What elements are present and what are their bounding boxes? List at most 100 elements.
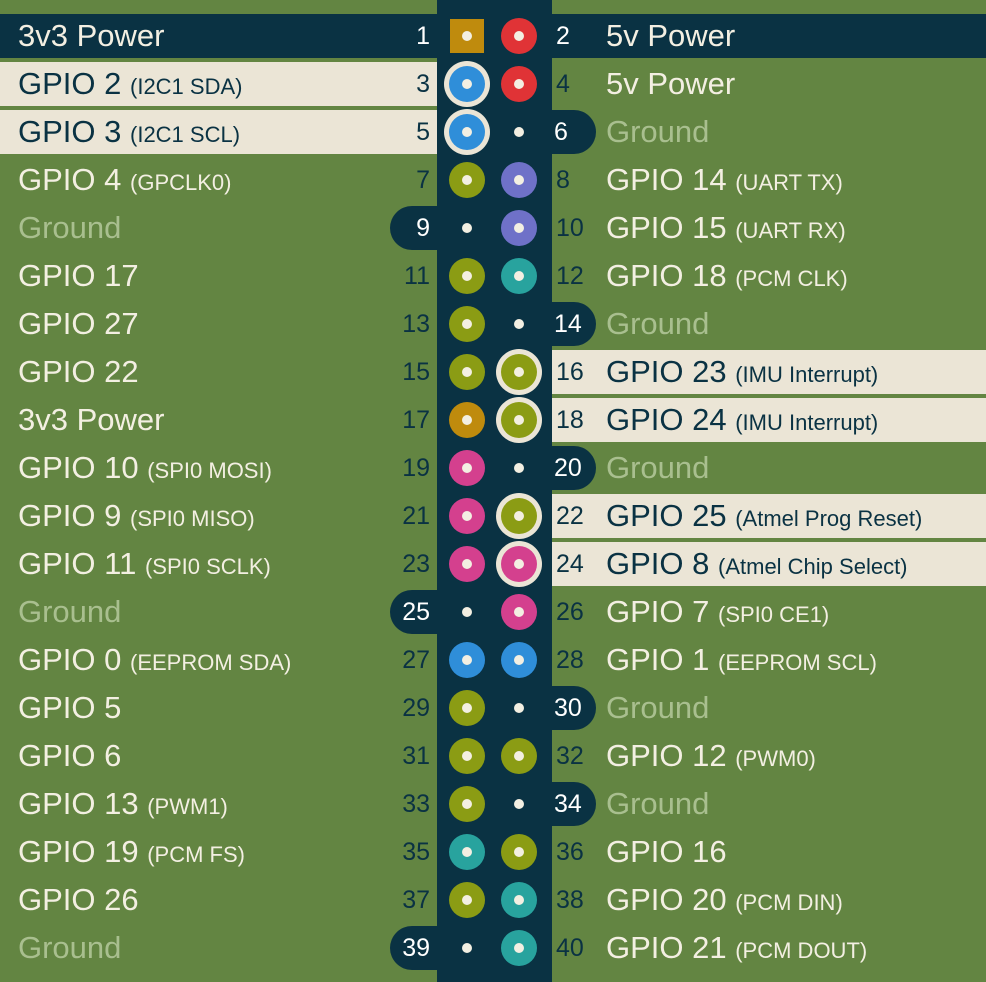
pin-27-label: GPIO 0 (EEPROM SDA): [18, 638, 291, 682]
pin-23-number: 23: [402, 550, 430, 578]
pin-22-number: 22: [556, 502, 584, 530]
pin-1-name: 3v3 Power: [18, 18, 165, 53]
pin-25-name: Ground: [18, 594, 122, 629]
pin-26-hole: [514, 607, 524, 617]
pin-16-pad: [501, 354, 537, 390]
pin-30-name: Ground: [606, 690, 710, 725]
pin-15-pad: [449, 354, 485, 390]
pin-6-ground-tab: [540, 110, 596, 154]
pin-10-label: GPIO 15 (UART RX): [606, 206, 846, 250]
pin-36-pad: [501, 834, 537, 870]
pin-4-number: 4: [556, 70, 570, 98]
pin-36-label: GPIO 16: [606, 830, 727, 874]
pin-16-highlight: [494, 350, 986, 394]
pin-35-pad: [449, 834, 485, 870]
pin-24-pad: [501, 546, 537, 582]
pin-1-label: 3v3 Power: [18, 14, 164, 58]
pin-10-number: 10: [556, 214, 584, 242]
pin-27-name: GPIO 0: [18, 642, 122, 677]
pin-21-label: GPIO 9 (SPI0 MISO): [18, 494, 255, 538]
pin-22-hole: [514, 511, 524, 521]
pin-6-label: Ground: [606, 110, 709, 154]
pin-34-label: Ground: [606, 782, 709, 826]
pin-8-name: GPIO 14: [606, 162, 727, 197]
pin-9-hole: [462, 223, 472, 233]
pin-37-number: 37: [402, 886, 430, 914]
pin-1-number: 1: [416, 22, 430, 50]
pin-28-name: GPIO 1: [606, 642, 710, 677]
pin-19-label: GPIO 10 (SPI0 MOSI): [18, 446, 272, 490]
pin-14-ground-dot: [514, 319, 524, 329]
pin-9-ground-dot: [462, 223, 472, 233]
pin-40-label: GPIO 21 (PCM DOUT): [606, 926, 867, 970]
pin-23-pad: [449, 546, 485, 582]
pin-15-hole: [462, 367, 472, 377]
pin-20-hole: [514, 463, 524, 473]
pin-20-ground-dot: [514, 463, 524, 473]
pin-7-name: GPIO 4: [18, 162, 122, 197]
pin-5-label: GPIO 3 (I2C1 SCL): [18, 110, 240, 154]
pin-9-label: Ground: [18, 206, 121, 250]
pin-29-hole: [462, 703, 472, 713]
header-strip: [437, 0, 552, 982]
pin-24-hole: [514, 559, 524, 569]
pin-29-label: GPIO 5: [18, 686, 121, 730]
pin-5-function: (I2C1 SCL): [130, 122, 241, 147]
pin-7-hole: [462, 175, 472, 185]
pin-22-name: GPIO 25: [606, 498, 727, 533]
pin-26-name: GPIO 7: [606, 594, 710, 629]
pin-25-label: Ground: [18, 590, 121, 634]
pin-35-function: (PCM FS): [147, 842, 245, 867]
pin-20-number: 20: [554, 454, 582, 482]
pin-27-function: (EEPROM SDA): [130, 650, 292, 675]
pin-28-hole: [514, 655, 524, 665]
pin-5-hole: [462, 127, 472, 137]
pin-6-ground-dot: [514, 127, 524, 137]
pin-12-hole: [514, 271, 524, 281]
pin-14-number: 14: [554, 310, 582, 338]
pin-39-ground-dot: [462, 943, 472, 953]
pin-34-number: 34: [554, 790, 582, 818]
pin-24-name: GPIO 8: [606, 546, 710, 581]
pin-6-hole: [514, 127, 524, 137]
pin-32-number: 32: [556, 742, 584, 770]
pin-33-pad: [449, 786, 485, 822]
pin-23-hole: [462, 559, 472, 569]
pin-25-number: 25: [402, 598, 430, 626]
pin-37-name: GPIO 26: [18, 882, 139, 917]
pin-21-number: 21: [402, 502, 430, 530]
pin-11-number: 11: [404, 262, 430, 290]
pin-38-hole: [514, 895, 524, 905]
pin-31-hole: [462, 751, 472, 761]
pin-34-hole: [514, 799, 524, 809]
pin-12-name: GPIO 18: [606, 258, 727, 293]
pin-39-ground-tab: [390, 926, 450, 970]
pin-3-pad: [449, 66, 485, 102]
pin-39-label: Ground: [18, 926, 121, 970]
pin-18-pad: [501, 402, 537, 438]
pin-31-label: GPIO 6: [18, 734, 121, 778]
pin-21-function: (SPI0 MISO): [130, 506, 255, 531]
pin-3-label: GPIO 2 (I2C1 SDA): [18, 62, 242, 106]
pin-7-label: GPIO 4 (GPCLK0): [18, 158, 231, 202]
pin-37-hole: [462, 895, 472, 905]
pin-32-hole: [514, 751, 524, 761]
pin-30-label: Ground: [606, 686, 709, 730]
pin-29-name: GPIO 5: [18, 690, 122, 725]
pin-32-name: GPIO 12: [606, 738, 727, 773]
pin-14-label: Ground: [606, 302, 709, 346]
pin-8-function: (UART TX): [735, 170, 843, 195]
pin-22-function: (Atmel Prog Reset): [735, 506, 923, 531]
pin-28-function: (EEPROM SCL): [718, 650, 877, 675]
pin-30-ground-tab: [540, 686, 596, 730]
pin-34-ground-tab: [540, 782, 596, 826]
pin-8-pad: [501, 162, 537, 198]
pin-14-hole: [514, 319, 524, 329]
pin-20-ground-tab: [540, 446, 596, 490]
pin-12-number: 12: [556, 262, 584, 290]
pin-16-number: 16: [556, 358, 584, 386]
pin-8-label: GPIO 14 (UART TX): [606, 158, 843, 202]
pin-33-hole: [462, 799, 472, 809]
pin-25-ground-tab: [390, 590, 450, 634]
